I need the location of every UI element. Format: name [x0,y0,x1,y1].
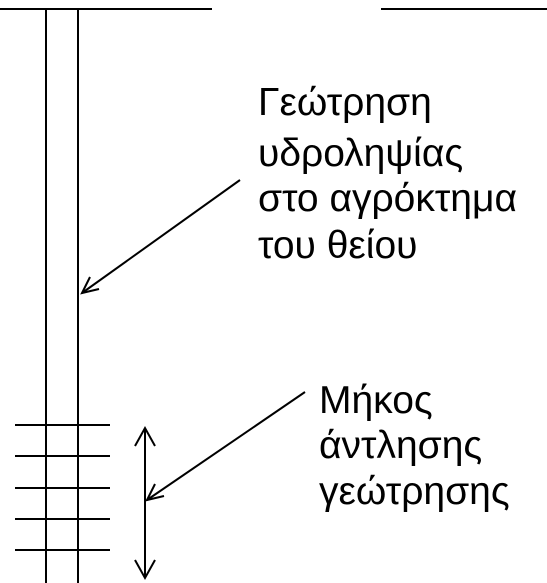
borehole-label-line: υδροληψίας [258,132,463,175]
leader-line [146,391,306,501]
borehole-leader-arrow [80,179,241,295]
pumping-length-label: Μήκος άντλησης γεώτρησης [319,379,510,513]
pumping-leader-arrow [145,391,306,502]
borehole-label-line: Γεώτρηση [258,81,432,124]
screen-marks [15,424,110,551]
arrowhead-down-icon [134,559,156,581]
pumping-length-double-arrow [134,425,156,581]
borehole-label-line: του θείου [258,224,417,267]
borehole-label: Γεώτρηση υδροληψίας στο αγρόκτημα του θε… [258,81,517,267]
leader-line [81,179,241,294]
pumping-length-label-line: άντλησης [319,424,482,467]
arrowhead-icon [145,483,165,502]
arrowhead-up-icon [134,425,156,447]
pumping-length-label-line: Μήκος [319,379,433,422]
pumping-length-label-line: γεώτρησης [319,470,510,513]
arrowhead-icon [80,276,100,295]
borehole-label-line: στο αγρόκτημα [258,177,517,220]
